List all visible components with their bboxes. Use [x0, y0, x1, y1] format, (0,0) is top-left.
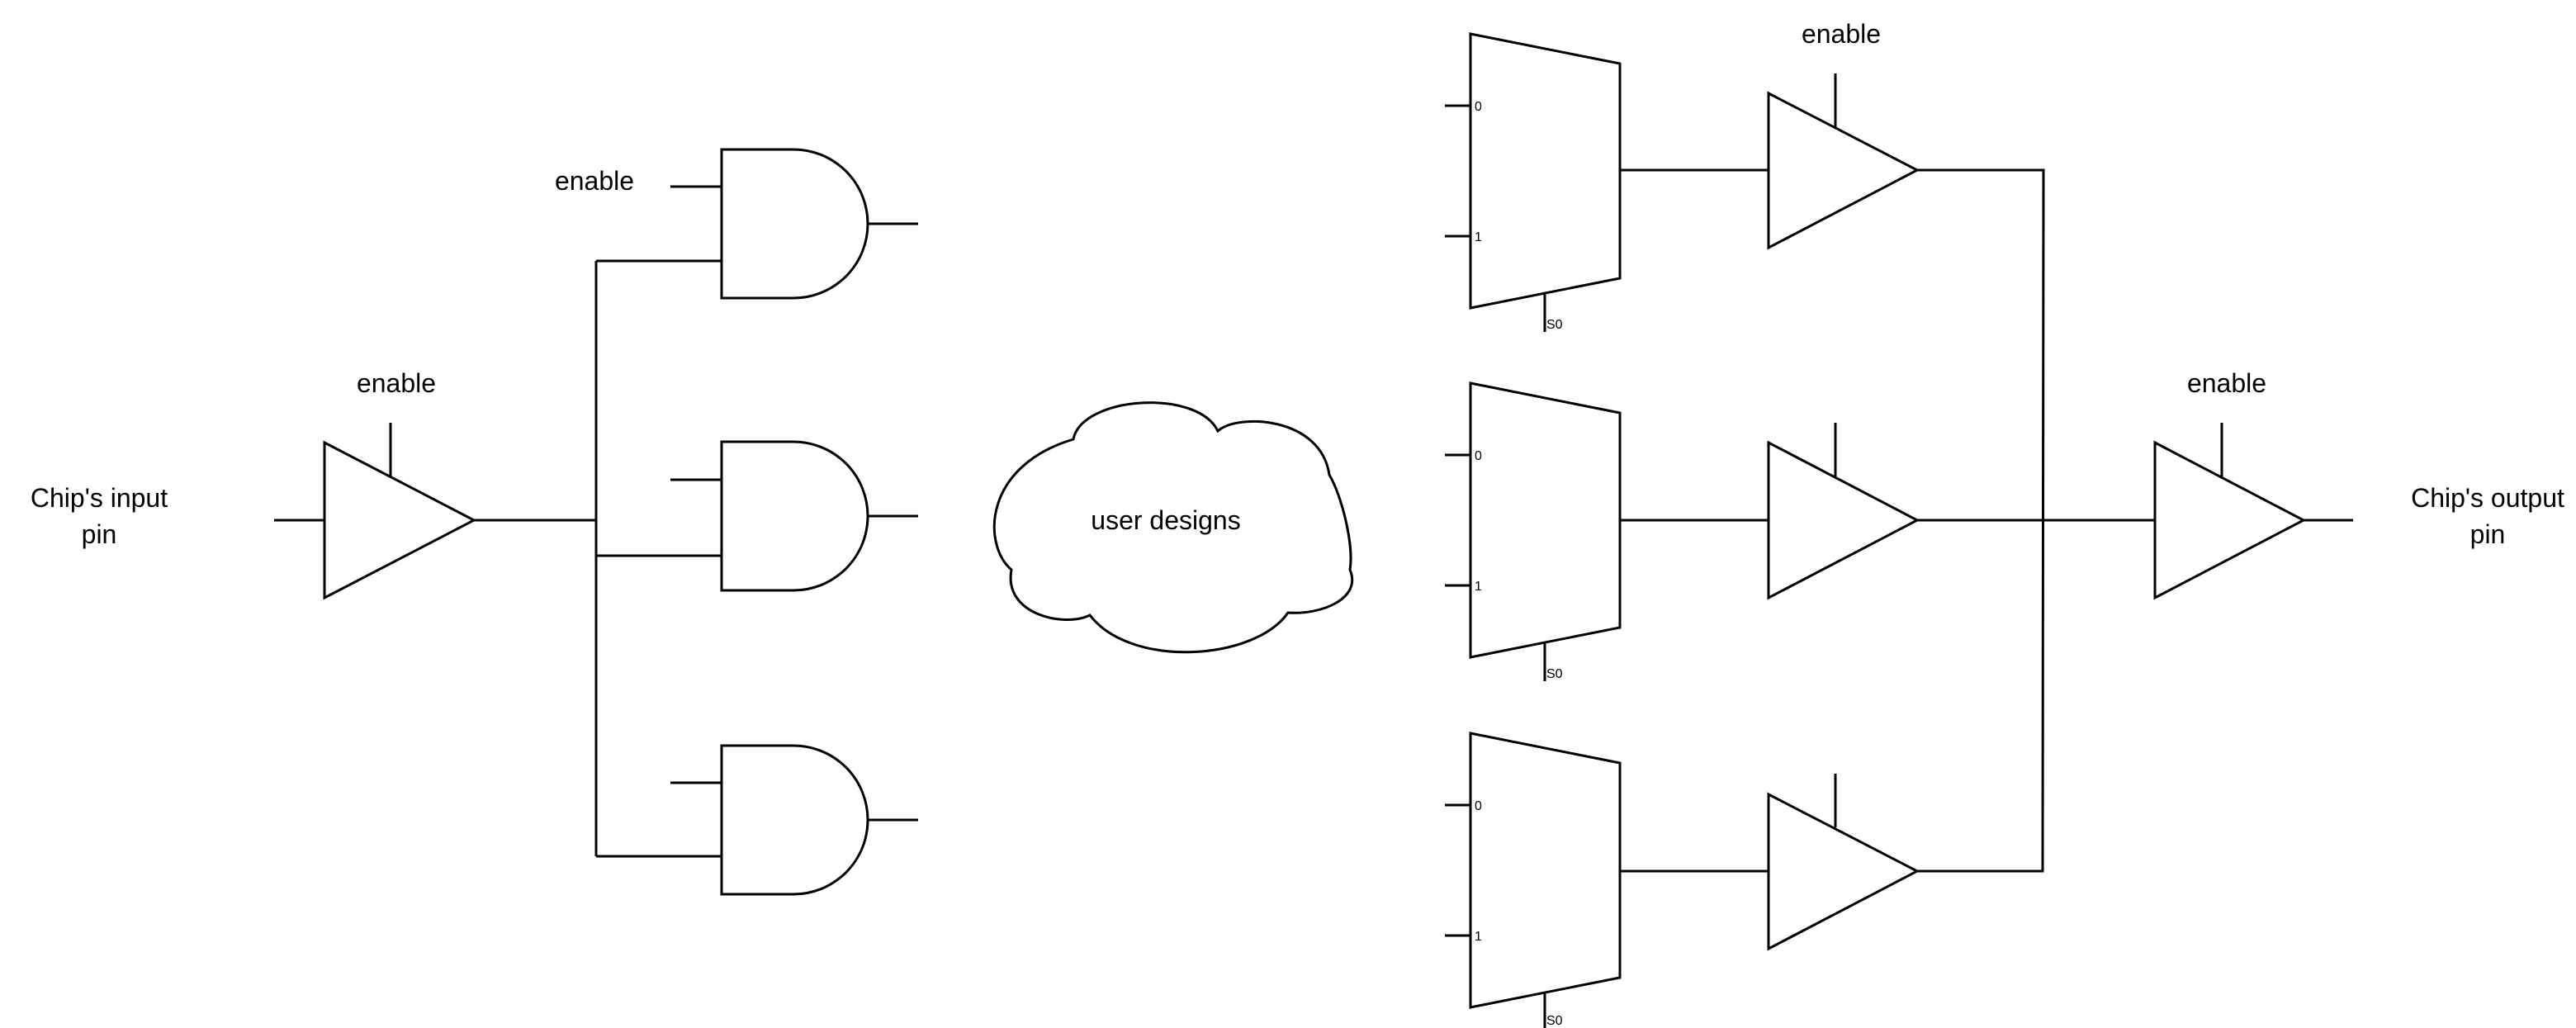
output-driver-triangle [2153, 440, 2307, 600]
user-designs-cloud: user designs [992, 401, 1353, 654]
mux-2-body [1469, 381, 1622, 659]
cloud-label: user designs [1091, 505, 1240, 535]
mux-3-body [1469, 732, 1622, 1009]
and-gate-3 [670, 744, 918, 896]
output-buffer-1-triangle [1767, 91, 1920, 250]
input-pin-label-line2: pin [82, 519, 117, 549]
and-gate-3-body [720, 744, 869, 896]
output-pin-label-line1: Chip's output [2411, 483, 2564, 513]
mux-2-input-0-label: 0 [1475, 449, 1482, 463]
mux-3-select-label: S0 [1546, 1014, 1563, 1028]
mux-3: 0 1 S0 [1445, 732, 1622, 1028]
output-driver-enable-label: enable [2187, 368, 2266, 398]
input-buffer-triangle [323, 440, 477, 600]
output-driver-buffer: enable [2153, 368, 2353, 600]
and-gate-1: enable [555, 148, 918, 300]
output-buffer-1-enable-label: enable [1802, 19, 1881, 49]
mux-3-input-0-label: 0 [1475, 799, 1482, 813]
mux-1-input-0-label: 0 [1475, 100, 1482, 114]
output-pin-label-line2: pin [2470, 519, 2506, 549]
mux-1-body [1469, 32, 1622, 310]
mux-3-input-1-label: 1 [1475, 930, 1482, 944]
output-buffer-2-triangle [1767, 440, 1920, 600]
output-buffer-3-triangle [1767, 792, 1920, 951]
input-fanout-wires [474, 259, 722, 858]
input-buffer-enable-label: enable [357, 368, 436, 398]
mux-1: 0 1 S0 [1445, 32, 1622, 332]
input-pin-label-line1: Chip's input [31, 483, 168, 513]
output-buffer-2 [1620, 423, 1920, 600]
mux-1-select-label: S0 [1546, 318, 1563, 332]
output-bus-wires [1917, 168, 2155, 873]
input-buffer: enable [274, 368, 477, 600]
mux-2-input-1-label: 1 [1475, 580, 1482, 594]
and-gate-1-enable-label: enable [555, 166, 634, 196]
and-gate-2 [670, 440, 918, 592]
mux-2: 0 1 S0 [1445, 381, 1622, 681]
and-gate-1-body [720, 148, 869, 300]
output-buffer-1: enable [1620, 19, 1920, 250]
and-gate-2-body [720, 440, 869, 592]
output-buffer-3 [1620, 774, 1920, 951]
mux-1-input-1-label: 1 [1475, 230, 1482, 244]
mux-2-select-label: S0 [1546, 667, 1563, 681]
cloud-shape [992, 401, 1353, 654]
